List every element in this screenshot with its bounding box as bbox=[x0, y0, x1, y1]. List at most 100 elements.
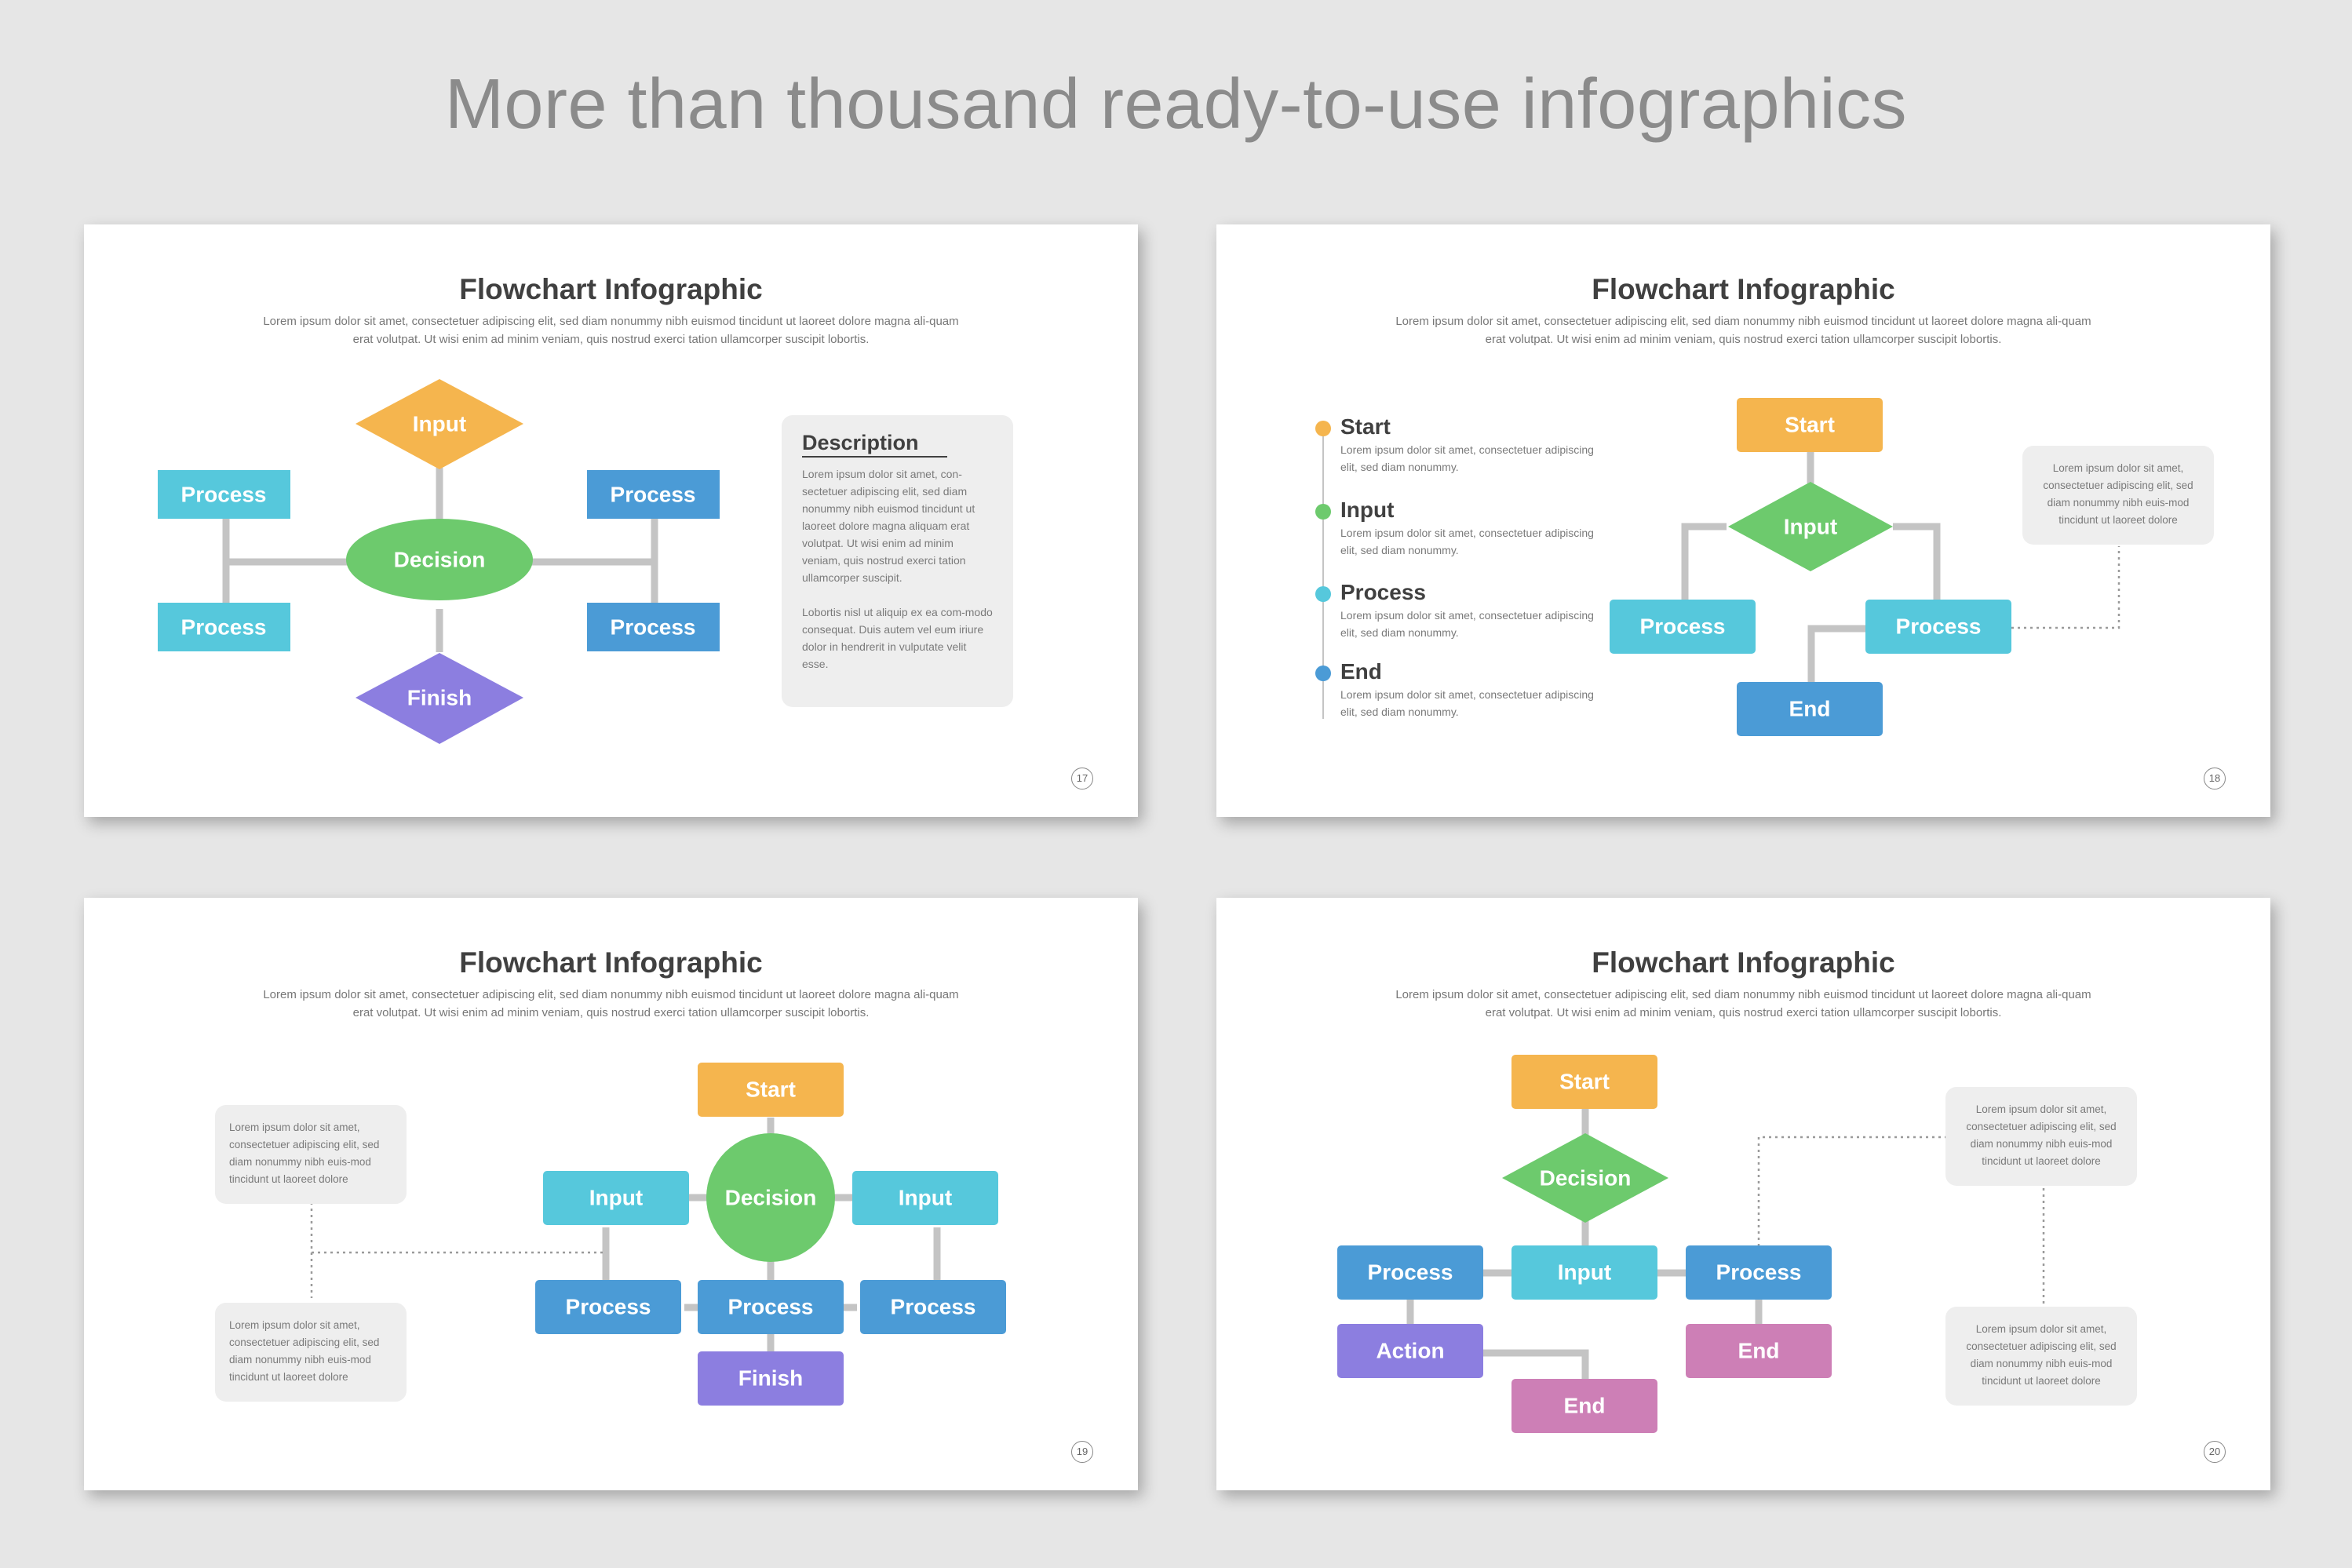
dot-icon bbox=[1315, 586, 1331, 602]
svg-text:Action: Action bbox=[1376, 1339, 1444, 1363]
slide-number: 18 bbox=[2204, 768, 2226, 789]
note-box-top: Lorem ipsum dolor sit amet, consectetuer… bbox=[215, 1105, 407, 1204]
process-node-left: Process bbox=[1337, 1245, 1483, 1300]
note-box-bottom: Lorem ipsum dolor sit amet, consectetuer… bbox=[1945, 1307, 2137, 1406]
input-node-left: Input bbox=[543, 1171, 689, 1225]
process-node-center: Process bbox=[698, 1280, 844, 1334]
decision-diamond: Decision bbox=[1502, 1133, 1668, 1223]
svg-text:Start: Start bbox=[746, 1078, 796, 1102]
page-heading: More than thousand ready-to-use infograp… bbox=[444, 65, 1908, 144]
svg-text:Decision: Decision bbox=[1540, 1166, 1632, 1191]
dotted-connector bbox=[2011, 546, 2120, 629]
svg-text:Input: Input bbox=[413, 412, 466, 436]
start-node: Start bbox=[698, 1063, 844, 1117]
flowchart-diagram-4: Start Decision Process Input Process Act… bbox=[1337, 1055, 2045, 1433]
process-node-br: Process bbox=[587, 603, 720, 651]
slide-number: 20 bbox=[2204, 1441, 2226, 1463]
process-node-tr: Process bbox=[587, 470, 720, 519]
legend-title: Process bbox=[1340, 580, 1426, 604]
dot-icon bbox=[1315, 421, 1331, 436]
description-panel: Description Lorem ipsum dolor sit amet, … bbox=[782, 415, 1013, 707]
start-node: Start bbox=[1511, 1055, 1657, 1109]
connectors bbox=[222, 468, 658, 652]
slide-number: 19 bbox=[1071, 1441, 1093, 1463]
svg-text:Process: Process bbox=[611, 483, 696, 507]
input-diamond: Input bbox=[356, 379, 523, 469]
svg-text:Process: Process bbox=[566, 1295, 651, 1319]
decision-circle: Decision bbox=[706, 1133, 835, 1262]
legend-text: Lorem ipsum dolor sit amet, consectetuer… bbox=[1340, 527, 1594, 556]
svg-text:Process: Process bbox=[181, 615, 267, 640]
svg-text:End: End bbox=[1738, 1339, 1780, 1363]
slide-title: Flowchart Infographic bbox=[459, 273, 763, 305]
svg-text:Decision: Decision bbox=[394, 548, 486, 572]
legend-title: Input bbox=[1340, 498, 1395, 522]
finish-node: Finish bbox=[698, 1351, 844, 1406]
connectors bbox=[1681, 452, 1941, 684]
svg-text:Input: Input bbox=[1784, 515, 1837, 539]
end-node: End bbox=[1737, 682, 1883, 736]
process-node-tl: Process bbox=[158, 470, 290, 519]
slide-card-18: Start Input Process Process End Flowchar… bbox=[1216, 224, 2270, 817]
connectors bbox=[1406, 1108, 1763, 1380]
dot-icon bbox=[1315, 504, 1331, 520]
start-node: Start bbox=[1737, 398, 1883, 452]
slide-subtitle: Lorem ipsum dolor sit amet, consectetuer… bbox=[263, 315, 959, 346]
flowchart-diagram-2: Start Input Process Process End bbox=[1322, 398, 2120, 736]
end-node-right: End bbox=[1686, 1324, 1832, 1378]
flowchart-diagram-1: Process Process Process Process Input De… bbox=[158, 379, 720, 744]
description-title: Description bbox=[802, 432, 947, 458]
decision-ellipse: Decision bbox=[346, 519, 533, 600]
svg-text:Start: Start bbox=[1785, 413, 1835, 437]
slide-subtitle: Lorem ipsum dolor sit amet, consectetuer… bbox=[1395, 988, 2091, 1019]
svg-text:Input: Input bbox=[899, 1186, 952, 1210]
legend-text: Lorem ipsum dolor sit amet, consectetuer… bbox=[1340, 609, 1594, 639]
svg-text:Finish: Finish bbox=[407, 686, 472, 710]
svg-text:Start: Start bbox=[1559, 1070, 1610, 1094]
slide-subtitle: Lorem ipsum dolor sit amet, consectetuer… bbox=[263, 988, 959, 1019]
flowchart-diagram-3: Start Input Input Decision Process Proce… bbox=[310, 1063, 1006, 1406]
svg-text:Finish: Finish bbox=[738, 1366, 803, 1391]
svg-text:Decision: Decision bbox=[725, 1186, 817, 1210]
slide-card-19: Start Input Input Decision Process Proce… bbox=[84, 898, 1138, 1490]
process-node-right: Process bbox=[1865, 600, 2011, 654]
process-node-left: Process bbox=[535, 1280, 681, 1334]
connectors bbox=[602, 1118, 941, 1353]
svg-text:Process: Process bbox=[1640, 614, 1726, 639]
slide-title: Flowchart Infographic bbox=[1592, 273, 1895, 305]
description-text-1: Lorem ipsum dolor sit amet, con-sectetue… bbox=[802, 468, 975, 584]
svg-text:Process: Process bbox=[891, 1295, 976, 1319]
action-node: Action bbox=[1337, 1324, 1483, 1378]
slide-card-20: Start Decision Process Input Process Act… bbox=[1216, 898, 2270, 1490]
slide-card-17: Process Process Process Process Input De… bbox=[84, 224, 1138, 817]
svg-text:Input: Input bbox=[589, 1186, 643, 1210]
note-box-top: Lorem ipsum dolor sit amet, consectetuer… bbox=[1945, 1087, 2137, 1186]
svg-text:End: End bbox=[1564, 1394, 1606, 1418]
process-node-bl: Process bbox=[158, 603, 290, 651]
input-diamond: Input bbox=[1728, 482, 1893, 571]
svg-text:End: End bbox=[1789, 697, 1831, 721]
input-node: Input bbox=[1511, 1245, 1657, 1300]
note-box-bottom: Lorem ipsum dolor sit amet, consectetuer… bbox=[215, 1303, 407, 1402]
dot-icon bbox=[1315, 665, 1331, 681]
svg-text:Process: Process bbox=[1368, 1260, 1453, 1285]
slide-number: 17 bbox=[1071, 768, 1093, 789]
svg-text:Process: Process bbox=[1896, 614, 1982, 639]
end-node-center: End bbox=[1511, 1379, 1657, 1433]
slide-title: Flowchart Infographic bbox=[1592, 946, 1895, 979]
svg-text:Process: Process bbox=[611, 615, 696, 640]
dotted-connector-top bbox=[1757, 1136, 1946, 1246]
slide-title: Flowchart Infographic bbox=[459, 946, 763, 979]
finish-diamond: Finish bbox=[356, 653, 523, 744]
process-node-right: Process bbox=[1686, 1245, 1832, 1300]
legend-title: Start bbox=[1340, 414, 1391, 439]
legend-title: End bbox=[1340, 659, 1382, 684]
svg-text:Process: Process bbox=[181, 483, 267, 507]
svg-text:Input: Input bbox=[1558, 1260, 1611, 1285]
note-box: Lorem ipsum dolor sit amet, consectetuer… bbox=[2022, 446, 2214, 545]
legend-text: Lorem ipsum dolor sit amet, consectetuer… bbox=[1340, 443, 1594, 473]
svg-text:Process: Process bbox=[1716, 1260, 1802, 1285]
svg-text:Process: Process bbox=[728, 1295, 814, 1319]
process-node-left: Process bbox=[1610, 600, 1756, 654]
process-node-right: Process bbox=[860, 1280, 1006, 1334]
